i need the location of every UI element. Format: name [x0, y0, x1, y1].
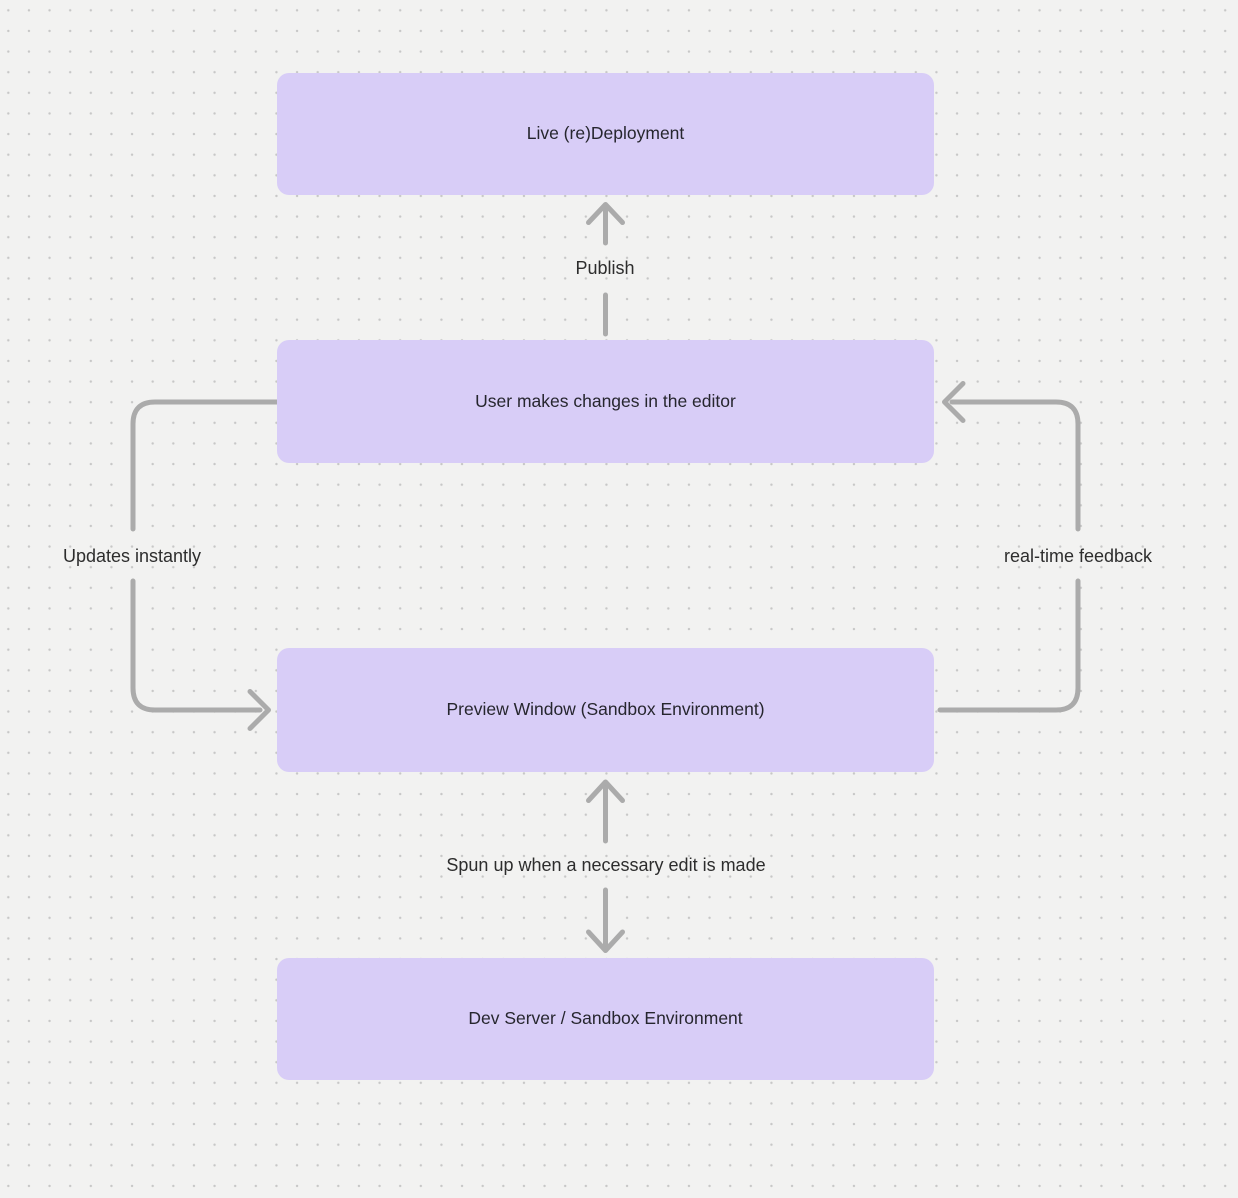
node-preview-window: Preview Window (Sandbox Environment) [277, 648, 934, 772]
node-live-redeployment-label: Live (re)Deployment [526, 123, 685, 144]
node-user-editor: User makes changes in the editor [277, 340, 934, 463]
node-live-redeployment: Live (re)Deployment [277, 73, 934, 195]
node-user-editor-label: User makes changes in the editor [475, 390, 736, 411]
updates-instantly-arrowhead [247, 689, 271, 731]
node-dev-server: Dev Server / Sandbox Environment [277, 958, 934, 1080]
node-preview-window-label: Preview Window (Sandbox Environment) [446, 699, 765, 720]
edge-label-spun-up: Spun up when a necessary edit is made [446, 855, 766, 876]
edge-label-real-time-feedback: real-time feedback [1003, 546, 1153, 567]
edge-label-updates-instantly: Updates instantly [62, 546, 202, 567]
real-time-feedback-arrowhead [942, 381, 966, 423]
spun-up-arrowhead-top [586, 779, 625, 803]
spun-up-arrowhead-bottom [586, 929, 625, 953]
publish-arrowhead [586, 202, 625, 225]
edge-label-publish: Publish [575, 258, 635, 279]
node-dev-server-label: Dev Server / Sandbox Environment [468, 1008, 743, 1029]
